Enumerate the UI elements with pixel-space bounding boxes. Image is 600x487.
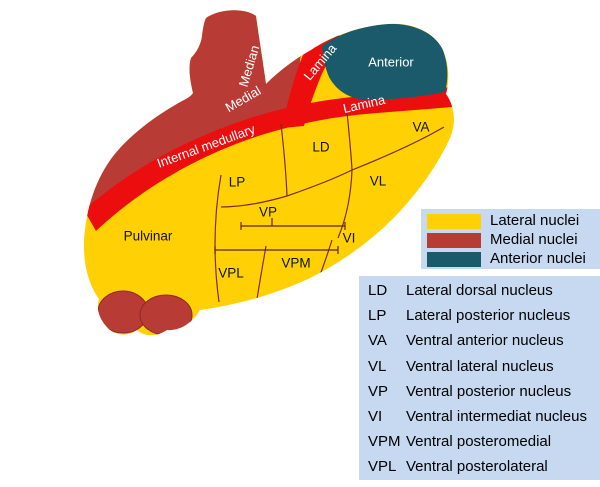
- abbreviation-row: VP Ventral posterior nucleus: [368, 379, 600, 404]
- legend-row-medial: Medial nuclei: [427, 231, 600, 249]
- abbreviation-code: VL: [368, 357, 387, 375]
- label-pulvinar: Pulvinar: [124, 229, 173, 244]
- label-lp: LP: [229, 175, 246, 190]
- abbreviation-name: Ventral lateral nucleus: [406, 357, 554, 375]
- abbreviation-row: LP Lateral posterior nucleus: [368, 303, 600, 328]
- label-ld: LD: [312, 140, 330, 155]
- region-internal-medullary-lamina: [84, 87, 452, 231]
- label-va: VA: [412, 120, 429, 135]
- legend-row-anterior: Anterior nuclei: [427, 250, 600, 268]
- abbreviation-code: VI: [368, 408, 383, 426]
- legend-label: Medial nuclei: [490, 231, 578, 248]
- abbreviation-row: VPL Ventral posterolateral: [368, 454, 600, 479]
- legend-label: Anterior nuclei: [490, 250, 586, 267]
- lobe-right: [139, 294, 193, 336]
- region-anterior-nuclei: [322, 23, 448, 100]
- label-vpm: VPM: [281, 256, 310, 271]
- abbreviation-panel: LD Lateral dorsal nucleus LP Lateral pos…: [359, 276, 600, 480]
- label-anterior: Anterior: [368, 55, 414, 70]
- abbreviation-row: VI Ventral intermediat nucleus: [368, 404, 600, 429]
- abbreviation-row: VA Ventral anterior nucleus: [368, 328, 600, 353]
- abbreviation-code: LD: [368, 282, 388, 300]
- abbreviation-name: Ventral posterior nucleus: [406, 382, 572, 400]
- legend-label: Lateral nuclei: [490, 212, 580, 229]
- lateral-color-swatch: [427, 213, 481, 229]
- legend-row-lateral: Lateral nuclei: [427, 212, 600, 230]
- abbreviation-row: LD Lateral dorsal nucleus: [368, 278, 600, 303]
- abbreviation-row: VL Ventral lateral nucleus: [368, 354, 600, 379]
- abbreviation-code: LP: [368, 307, 387, 325]
- abbreviation-code: VPM: [368, 433, 401, 451]
- medial-color-swatch: [427, 232, 481, 248]
- abbreviation-name: Ventral anterior nucleus: [406, 332, 564, 350]
- abbreviation-name: Lateral posterior nucleus: [406, 307, 571, 325]
- abbreviation-code: VPL: [368, 458, 397, 476]
- abbreviation-name: Ventral posteromedial: [406, 433, 552, 451]
- abbreviation-code: VA: [368, 332, 387, 350]
- abbreviation-name: Ventral intermediat nucleus: [406, 408, 587, 426]
- label-vp: VP: [259, 205, 277, 220]
- label-vl: VL: [370, 174, 387, 189]
- legend-panel: Lateral nuclei Medial nuclei Anterior nu…: [421, 209, 600, 269]
- label-vi: VI: [343, 231, 356, 246]
- vp-extent-brackets: [214, 218, 346, 254]
- abbreviation-name: Lateral dorsal nucleus: [406, 282, 553, 300]
- region-divider-lines: [214, 111, 445, 303]
- abbreviation-name: Ventral posterolateral: [406, 458, 548, 476]
- abbreviation-row: VPM Ventral posteromedial: [368, 429, 600, 454]
- label-vpl: VPL: [218, 266, 244, 281]
- anterior-color-swatch: [427, 251, 481, 267]
- abbreviation-code: VP: [368, 382, 389, 400]
